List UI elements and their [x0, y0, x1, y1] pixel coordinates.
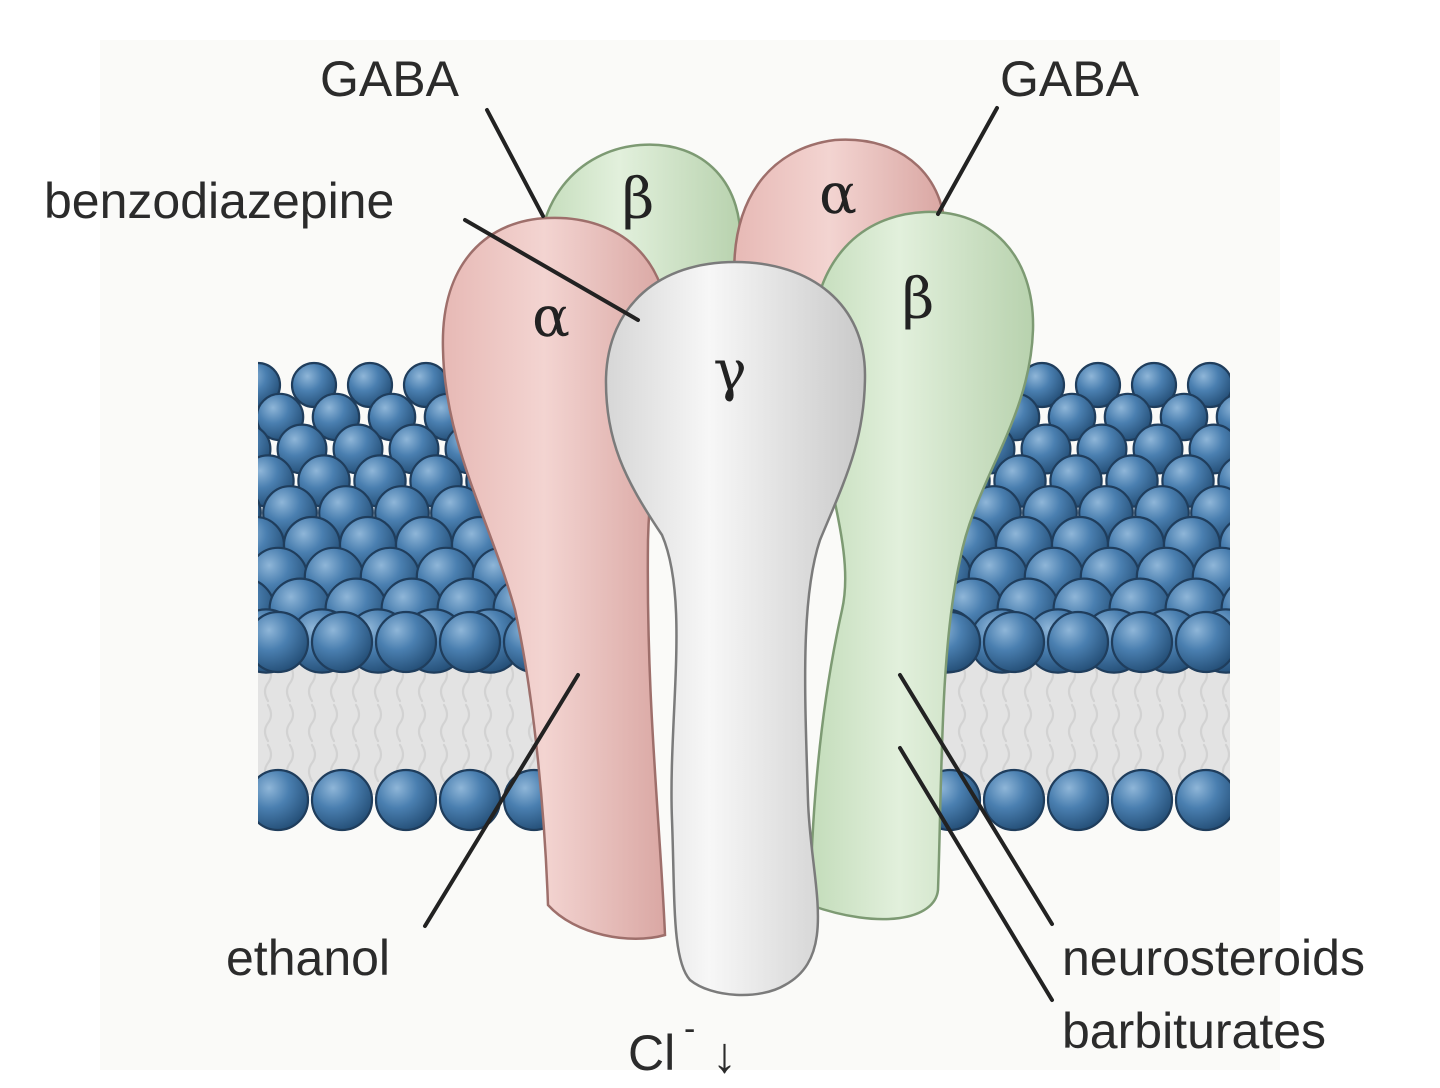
- leader-neurosteroids: [898, 673, 1054, 926]
- lipid-tail: [1067, 703, 1077, 743]
- label-benzodiazepine: benzodiazepine: [44, 173, 394, 229]
- lipid-tail: [1023, 703, 1033, 743]
- lipid-head: [1186, 361, 1230, 409]
- label-chloride-charge: -: [684, 1010, 695, 1048]
- lipid-head: [374, 610, 438, 674]
- lipid-tail: [1177, 743, 1187, 783]
- lipid-tail: [505, 743, 515, 783]
- lipid-tail: [351, 703, 361, 743]
- label-neurosteroids: neurosteroids: [1062, 930, 1365, 986]
- lipid-tail: [1177, 703, 1187, 743]
- lipid-head: [1110, 768, 1174, 832]
- lipid-head: [1074, 361, 1122, 409]
- lipid-head: [1046, 768, 1110, 832]
- lipid-head: [310, 610, 374, 674]
- lipid-tail: [1001, 703, 1011, 743]
- lipid-tail: [373, 703, 383, 743]
- lipid-tail: [395, 703, 405, 743]
- lipid-head: [1174, 610, 1230, 674]
- lipid-tail: [505, 703, 515, 743]
- leader-gaba-left: [485, 108, 545, 218]
- leader-ethanol: [423, 673, 580, 928]
- lipid-tail: [285, 663, 295, 703]
- subunit-label-front-left: α: [532, 285, 570, 350]
- subunit-label-back-right: α: [819, 162, 857, 227]
- lipid-tail: [263, 703, 273, 743]
- lipid-tail: [1089, 703, 1099, 743]
- lipid-tail: [329, 703, 339, 743]
- leader-barbiturates: [898, 746, 1054, 1002]
- lipid-tail: [439, 703, 449, 743]
- label-ethanol: ethanol: [226, 930, 390, 986]
- lipid-bilayer-right: [930, 361, 1230, 832]
- lipid-head: [1130, 361, 1178, 409]
- lipid-tail: [1155, 703, 1165, 743]
- lipid-tail: [979, 703, 989, 743]
- lipid-tail: [461, 703, 471, 743]
- lipid-tail: [1221, 703, 1230, 743]
- lipid-tail: [979, 743, 989, 783]
- subunit-label-front-right: β: [902, 267, 934, 332]
- leader-gaba-right: [936, 106, 999, 216]
- label-gaba-right: GABA: [1000, 51, 1140, 107]
- lipid-tail: [957, 703, 967, 743]
- lipid-head: [982, 768, 1046, 832]
- lipid-tail: [307, 703, 317, 743]
- lipid-tail: [373, 743, 383, 783]
- lipid-tail: [1089, 663, 1099, 703]
- label-gaba-left: GABA: [320, 51, 460, 107]
- lipid-tail: [307, 743, 317, 783]
- label-barbiturates: barbiturates: [1062, 1003, 1326, 1059]
- lipid-head: [1046, 610, 1110, 674]
- lipid-head: [374, 768, 438, 832]
- lipid-head: [1110, 610, 1174, 674]
- lipid-tail: [957, 663, 967, 703]
- lipid-tail: [417, 703, 427, 743]
- lipid-tail: [351, 663, 361, 703]
- chloride-flow-arrow-icon: ↓: [712, 1027, 737, 1083]
- lipid-head: [258, 610, 310, 674]
- lipid-head: [438, 610, 502, 674]
- lipid-tail: [1023, 663, 1033, 703]
- lipid-head: [982, 610, 1046, 674]
- lipid-head: [310, 768, 374, 832]
- lipid-tail: [1111, 743, 1121, 783]
- lipid-tail: [483, 703, 493, 743]
- lipid-head: [1174, 768, 1230, 832]
- gamma-subunit: [604, 260, 867, 997]
- leader-benzodiazepine: [463, 218, 640, 322]
- lipid-tail: [1177, 663, 1187, 703]
- lipid-tail: [505, 663, 515, 703]
- label-chloride: Cl: [628, 1025, 675, 1081]
- lipid-tail: [285, 703, 295, 743]
- lipid-tail: [1045, 743, 1055, 783]
- lipid-tail: [1133, 703, 1143, 743]
- lipid-tail: [979, 663, 989, 703]
- subunit-label-center: γ: [713, 339, 746, 404]
- subunit-label-back-left: β: [622, 167, 654, 232]
- lipid-head: [258, 768, 310, 832]
- lipid-tail: [1045, 703, 1055, 743]
- lipid-tail: [1199, 703, 1209, 743]
- lipid-tail: [439, 743, 449, 783]
- lipid-tail: [1111, 703, 1121, 743]
